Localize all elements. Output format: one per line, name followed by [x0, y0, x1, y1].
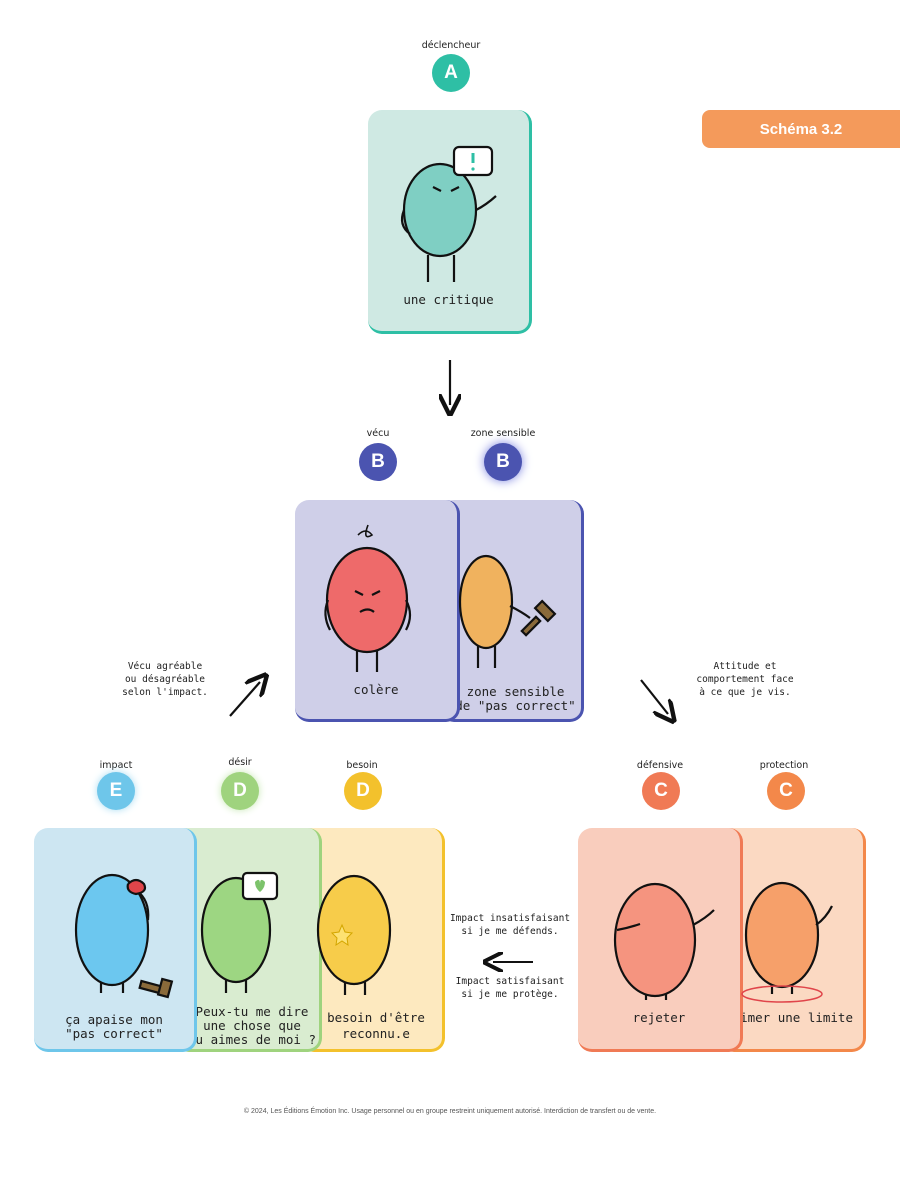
badge-label-desir: désir — [228, 757, 252, 768]
note-mid-top-line-2: si je me défends. — [461, 926, 559, 937]
critique-character — [400, 145, 497, 282]
note-left-line-3: selon l'impact. — [122, 687, 208, 698]
card-zone-text-1: zone sensible — [466, 684, 565, 699]
limite-character — [741, 881, 833, 1003]
rejeter-character — [613, 882, 715, 1000]
card-rejeter-text: rejeter — [632, 1010, 686, 1025]
colere-character — [324, 524, 412, 672]
badge-a: A — [432, 54, 470, 92]
card-critique-text: une critique — [403, 292, 494, 307]
schema-tag: Schéma 3.2 — [702, 110, 900, 148]
badge-label-declencheur: déclencheur — [421, 40, 481, 51]
card-desir-text-2: une chose que — [203, 1018, 301, 1033]
badge-label-vecu: vécu — [366, 428, 390, 439]
card-zone-text-2: de "pas correct" — [455, 698, 576, 713]
card-desir-text-3: tu aimes de moi ? — [188, 1032, 316, 1047]
footer-copyright: © 2024, Les Éditions Émotion Inc. Usage … — [243, 1108, 657, 1115]
badge-b-zone: B — [484, 443, 522, 481]
badge-c-defensive: C — [642, 772, 680, 810]
note-impact-satisfaisant: Impact satisfaisant si je me protège. — [440, 975, 580, 1001]
note-right-line-2: comportement face — [696, 674, 794, 685]
badge-label-protection: protection — [759, 760, 809, 771]
card-impact-text-1: ça apaise mon — [65, 1012, 163, 1027]
card-limite-text: exprimer une limite — [720, 1010, 853, 1025]
note-mid-bottom-line-1: Impact satisfaisant — [455, 976, 565, 987]
card-besoin-text-2: reconnu.e — [342, 1026, 410, 1041]
badge-d-desir: D — [221, 772, 259, 810]
arrow-up-left — [229, 682, 260, 717]
note-left-line-2: ou désagréable — [124, 674, 206, 685]
badge-e: E — [97, 772, 135, 810]
note-impact-insatisfaisant: Impact insatisfaisant si je me défends. — [440, 912, 580, 938]
note-left: Vécu agréable ou désagréable selon l'imp… — [100, 660, 230, 699]
note-right-line-3: à ce que je vis. — [699, 687, 791, 698]
zone-character — [458, 554, 557, 668]
arrow-down-right — [640, 679, 668, 714]
note-mid-top-line-1: Impact insatisfaisant — [449, 913, 571, 924]
note-left-line-1: Vécu agréable — [127, 661, 203, 672]
card-besoin-text-1: besoin d'être — [327, 1010, 425, 1025]
note-right-line-1: Attitude et — [713, 661, 777, 672]
card-colere-text: colère — [353, 682, 399, 697]
desir-character — [200, 871, 279, 993]
badge-label-defensive: défensive — [636, 760, 684, 771]
impact-character — [74, 873, 174, 999]
badge-label-impact: impact — [99, 760, 133, 771]
badge-c-protection: C — [767, 772, 805, 810]
badge-b-vecu: B — [359, 443, 397, 481]
badge-d-besoin: D — [344, 772, 382, 810]
card-impact-text-2: "pas correct" — [65, 1026, 163, 1041]
badge-label-besoin: besoin — [346, 760, 378, 771]
badge-label-zone-sensible: zone sensible — [470, 428, 536, 439]
note-mid-bottom-line-2: si je me protège. — [461, 989, 559, 1000]
card-desir-text-1: Peux-tu me dire — [195, 1004, 309, 1019]
note-right: Attitude et comportement face à ce que j… — [680, 660, 810, 699]
besoin-character — [316, 874, 392, 995]
